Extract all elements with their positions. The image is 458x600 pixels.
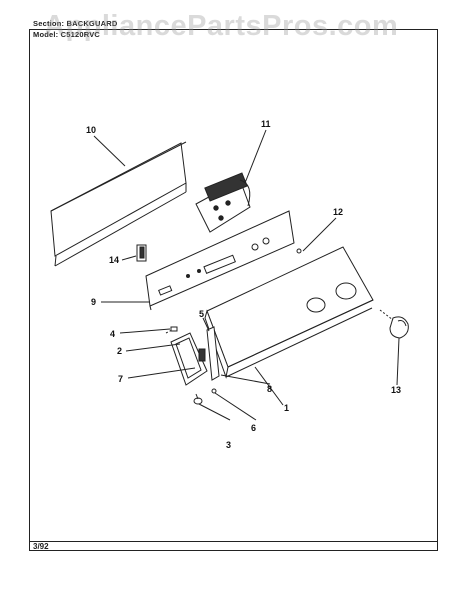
part-5-gasket[interactable] (206, 326, 220, 381)
diagram-frame (29, 29, 438, 551)
callout-2: 2 (117, 346, 122, 356)
callout-12: 12 (333, 207, 343, 217)
callout-9: 9 (91, 297, 96, 307)
callout-8: 8 (267, 384, 272, 394)
callout-10: 10 (86, 125, 96, 135)
part-12-screw[interactable] (296, 248, 302, 254)
callout-6: 6 (251, 423, 256, 433)
model-label: Model: C5120RVC (33, 30, 101, 39)
part-4-screw[interactable] (170, 326, 178, 332)
part-6-screw[interactable] (211, 388, 217, 394)
watermark-text: AppliancePartsPros.com (44, 10, 399, 42)
part-11-control-assembly[interactable] (195, 172, 251, 233)
callout-7: 7 (118, 374, 123, 384)
callout-5: 5 (199, 309, 204, 319)
part-3-screw[interactable] (193, 393, 203, 405)
callout-11: 11 (261, 119, 271, 129)
section-label: Section: BACKGUARD (33, 19, 118, 28)
callout-1: 1 (284, 403, 289, 413)
part-2-end-cap[interactable] (170, 332, 208, 386)
part-9-control-panel[interactable] (145, 210, 295, 311)
part-1-console-housing[interactable] (204, 246, 374, 379)
part-13-knob[interactable] (389, 316, 409, 339)
part-10-rear-panel[interactable] (50, 141, 187, 267)
callout-4: 4 (110, 329, 115, 339)
callout-13: 13 (391, 385, 401, 395)
footer-strip (29, 541, 438, 551)
callout-labels: 10 11 12 14 9 5 4 2 7 8 1 6 3 13 (86, 119, 401, 450)
callout-14: 14 (109, 255, 119, 265)
revision-date: 3/92 (33, 542, 49, 551)
part-14-clip[interactable] (136, 244, 147, 262)
callout-3: 3 (226, 440, 231, 450)
